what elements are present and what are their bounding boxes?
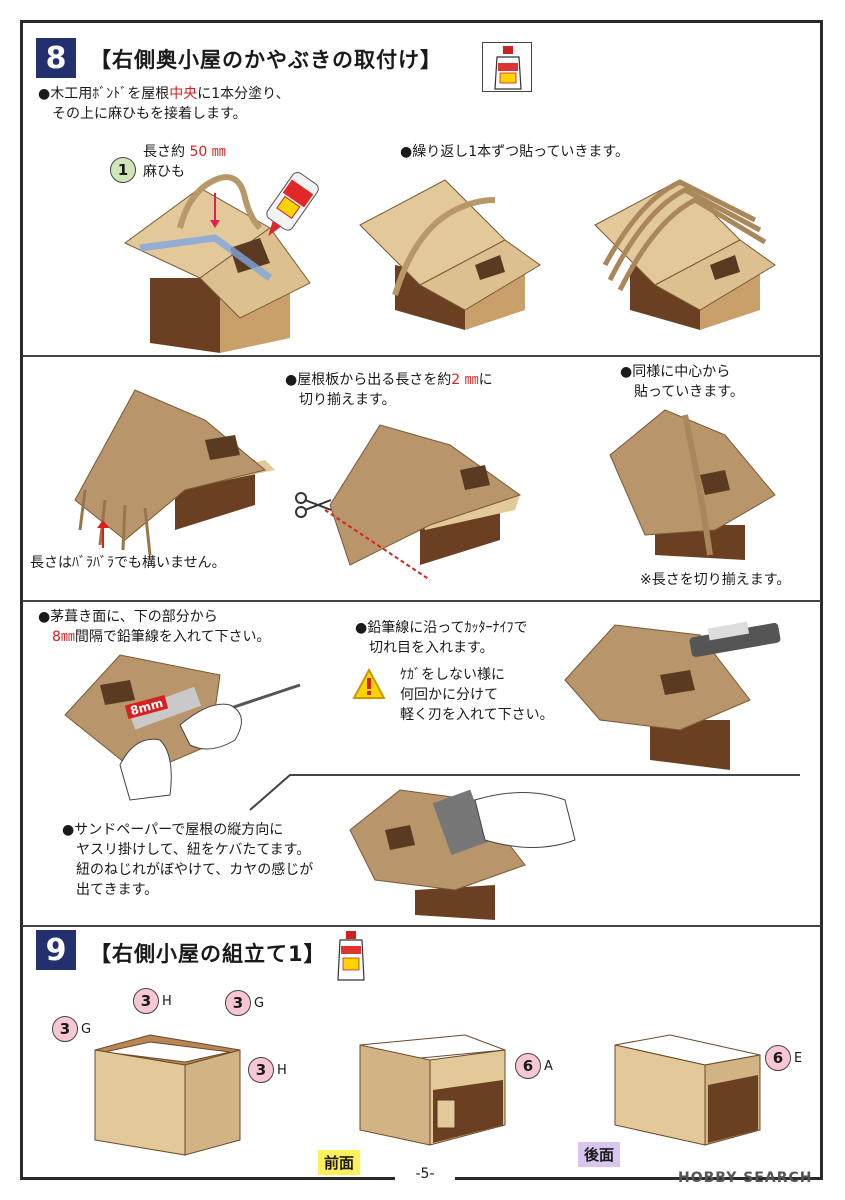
divider-3 [22,925,821,927]
box-front-illustration [359,1034,506,1146]
caution-text-2: 何回かに分けて [400,687,498,703]
length-free-note: 長さはﾊﾞﾗﾊﾞﾗでも構いません。 [30,555,226,571]
hut-with-string-illustration [124,174,311,353]
bond-bottle-icon [336,930,366,982]
step-9-badge: 9 [36,930,76,970]
part-suffix: A [544,1058,553,1074]
part-suffix: H [162,993,172,1009]
page-number: -5- [395,1166,455,1182]
warning-icon [352,667,386,699]
bond-bottle-illustration [266,172,319,237]
sand-text-3: 紐のねじれがぼやけて、カヤの感じが [76,862,314,878]
part-number-circle: 3 [248,1057,274,1083]
part-1-callout: 1 [110,157,136,183]
front-label: 前面 [318,1150,361,1175]
repeat-note: ●繰り返し1本ずつ貼っていきます。 [400,144,630,160]
part-suffix: H [277,1062,287,1078]
red-arrow [97,520,109,548]
intro-text-end: に1本分塗り、 [197,86,290,102]
diagonal-separator [249,774,800,811]
part-number-circle: 3 [133,988,159,1014]
bond-bottle-icon [482,42,532,92]
watermark-text: HOBBY SEARCH [678,1170,813,1186]
part-suffix: E [794,1050,803,1066]
trim-value: 2 ㎜ [451,372,479,388]
part-suffix: G [254,995,265,1011]
sand-text-2: ヤスリ掛けして、紐をケバたてます。 [76,842,311,858]
trim-text: ●屋根板から出る長さを約 [285,372,452,388]
step-8-intro: ●木工用ﾎﾞﾝﾄﾞを屋根中央に1本分塗り、 その上に麻ひもを接着します。 [38,84,290,124]
pencil-text-1: ●茅葺き面に、下の部分から [38,609,218,625]
part-number-circle: 6 [765,1045,791,1071]
part-number-circle: 3 [52,1016,78,1042]
part-name: 麻ひも [143,164,185,180]
center-text-2: 貼っていきます。 [634,384,744,400]
caution-text-1: ｹｶﾞをしない様に [400,667,505,683]
center-text-1: ●同様に中心から [620,364,731,380]
hut-sanding-illustration [349,789,576,920]
back-label: 後面 [578,1142,621,1167]
caution-text-3: 軽く刃を入れて下さい。 [400,707,554,723]
sand-text-1: ●サンドペーパーで屋根の縦方向に [62,822,284,838]
hut-strings-illustration [594,179,776,330]
step-8-badge: 8 [36,38,76,78]
hut-one-string-illustration [359,179,541,330]
pencil-text-2: 間隔で鉛筆線を入れて下さい。 [74,629,271,645]
sand-note: ●サンドペーパーで屋根の縦方向に ヤスリ掛けして、紐をケバたてます。 紐のねじれ… [62,820,313,900]
cut-note: ※長さを切り揃えます。 [640,572,791,588]
part-number-circle: 6 [515,1053,541,1079]
length-value: 50 ㎜ [189,144,226,160]
caution-note: ｹｶﾞをしない様に 何回かに分けて 軽く刃を入れて下さい。 [400,665,554,725]
pencil-value: 8㎜ [52,629,75,645]
trim-text-2: 切り揃えます。 [299,392,396,408]
part-suffix: G [81,1021,92,1037]
hut-thatched-trim-illustration [324,424,522,581]
pencil-note: ●茅葺き面に、下の部分から 8㎜間隔で鉛筆線を入れて下さい。 [38,607,271,647]
divider-2 [22,600,821,602]
box-back-illustration [614,1034,761,1146]
intro-text: ●木工用ﾎﾞﾝﾄﾞを屋根 [38,86,170,102]
divider-1 [22,355,821,357]
hut-cutter-illustration [564,621,781,770]
cutter-text-2: 切れ目を入れます。 [369,640,494,656]
trim-text-b: に [478,372,493,388]
length-note: 長さ約 50 ㎜ [143,142,226,162]
hut-center-thatch-illustration [609,409,776,560]
center-note: ●同様に中心から 貼っていきます。 [620,362,744,402]
intro-text-2: その上に麻ひもを接着します。 [52,106,247,122]
intro-center: 中央 [169,86,198,102]
sand-text-4: 出てきます。 [76,882,159,898]
step-8-title: 【右側奥小屋のかやぶきの取付け】 [90,48,442,72]
trim-note: ●屋根板から出る長さを約2 ㎜に 切り揃えます。 [285,370,493,410]
step-9-title: 【右側小屋の組立て1】 [90,942,326,966]
cutter-text-1: ●鉛筆線に沿ってｶｯﾀｰﾅｲﾌで [355,620,528,636]
part-number-circle: 1 [110,157,136,183]
length-label: 長さ約 [143,144,185,160]
part-number-circle: 3 [225,990,251,1016]
scissors-icon [295,492,332,518]
box-frame-illustration [94,1034,241,1156]
hut-thatched-uncut-illustration [74,389,275,556]
cutter-note: ●鉛筆線に沿ってｶｯﾀｰﾅｲﾌで 切れ目を入れます。 [355,618,528,658]
